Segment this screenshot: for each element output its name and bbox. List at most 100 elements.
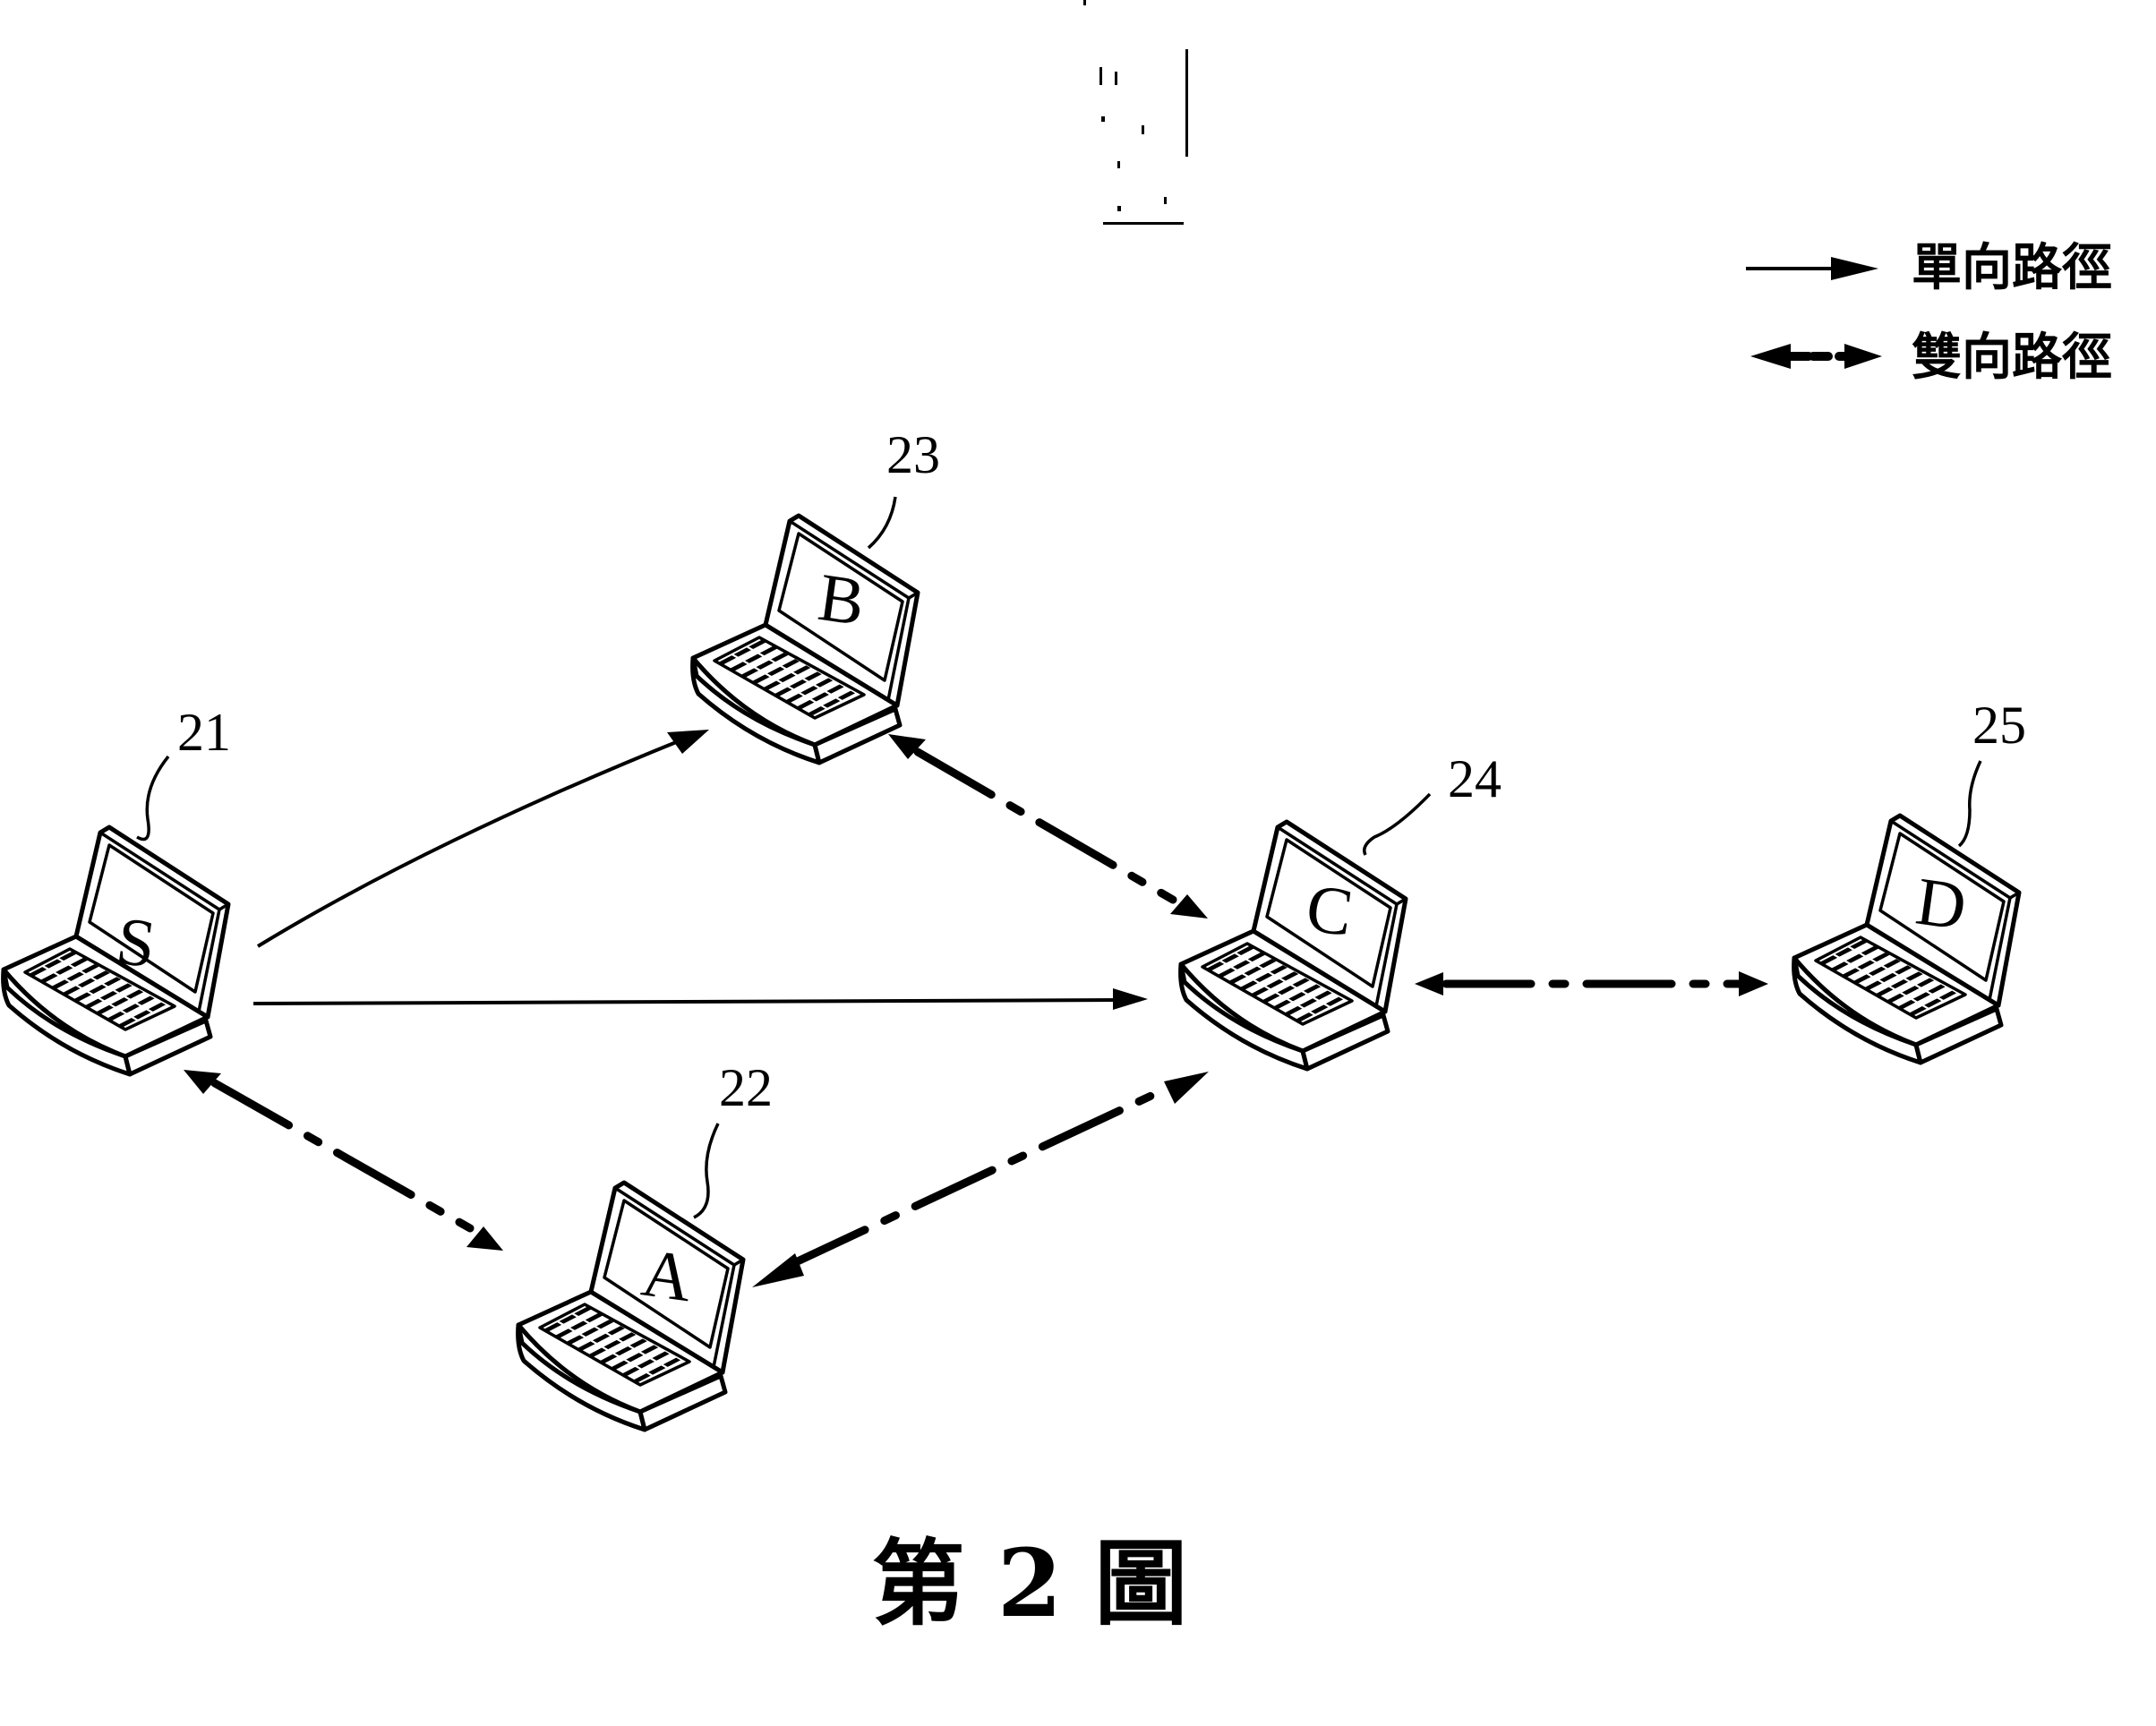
node-c-keyboard	[1206, 945, 1344, 1022]
keyboard-key	[793, 665, 811, 675]
keyboard-key	[1872, 952, 1890, 962]
keyboard-key	[1902, 986, 1920, 995]
keyboard-key	[1259, 958, 1277, 969]
keyboard-key	[570, 1320, 588, 1330]
link-s-to-c	[252, 988, 1148, 1010]
keyboard-key	[1831, 961, 1849, 971]
keyboard-key	[104, 977, 122, 987]
node-c-ref-number: 24	[1448, 749, 1502, 808]
keyboard-key	[1912, 992, 1930, 1002]
keyboard-key	[782, 659, 800, 669]
keyboard-key	[774, 687, 792, 696]
keyboard-key	[1270, 965, 1288, 975]
keyboard-key	[1311, 1004, 1329, 1014]
link-b-c	[888, 734, 1208, 919]
keyboard-key	[574, 1306, 592, 1317]
keyboard-key	[559, 1314, 577, 1324]
keyboard-key	[85, 998, 103, 1008]
keyboard-key	[1883, 959, 1901, 969]
keyboard-key	[622, 1366, 640, 1377]
node-s-laptop-icon: S	[4, 827, 228, 1074]
keyboard-key	[797, 699, 815, 710]
keyboard-key	[51, 979, 70, 989]
keyboard-key	[749, 639, 766, 650]
node-d: 25 D	[1794, 696, 2026, 1063]
node-a-keyboard	[543, 1306, 681, 1383]
keyboard-key	[740, 668, 759, 678]
keyboard-key	[1247, 952, 1265, 962]
keyboard-key	[148, 1002, 167, 1012]
keyboard-key	[1277, 985, 1296, 995]
keyboard-key	[1240, 980, 1258, 990]
keyboard-key	[1218, 968, 1236, 978]
keyboard-key	[607, 1326, 625, 1336]
keyboard-key	[1221, 953, 1239, 963]
keyboard-key	[585, 1312, 603, 1323]
keyboard-key	[789, 679, 808, 689]
keyboard-key	[115, 983, 133, 993]
keyboard-key	[1876, 987, 1894, 996]
link-c-d	[1415, 971, 1768, 996]
keyboard-key	[1916, 978, 1935, 987]
keyboard-key	[596, 1319, 614, 1329]
keyboard-key	[633, 1372, 651, 1383]
keyboard-key	[811, 692, 829, 702]
node-c-leader-line	[1363, 792, 1432, 856]
keyboard-key	[1233, 960, 1251, 970]
keyboard-key	[637, 1359, 654, 1369]
node-b-keyboard	[718, 639, 856, 716]
keyboard-key	[133, 1010, 151, 1020]
keyboard-key	[1254, 972, 1273, 983]
keyboard-key	[823, 698, 841, 708]
keyboard-key	[543, 1322, 562, 1332]
legend-item-one-way: 單向路徑	[1746, 238, 2112, 297]
keyboard-key	[1303, 984, 1322, 994]
keyboard-key	[81, 963, 99, 974]
keyboard-key	[652, 1351, 670, 1361]
legend-one-way-arrowhead	[1831, 257, 1878, 280]
legend-item-two-way: 雙向路徑	[1750, 328, 2112, 387]
link-s-to-b-arrowhead	[667, 730, 709, 754]
keyboard-key	[92, 970, 110, 980]
keyboard-key	[763, 680, 781, 690]
keyboard-key	[578, 1341, 595, 1351]
keyboard-key	[1819, 955, 1838, 965]
link-s-a-arrowhead-a	[466, 1226, 503, 1251]
keyboard-key	[1938, 990, 1957, 1000]
keyboard-key	[1292, 978, 1310, 987]
keyboard-key	[1924, 998, 1942, 1008]
link-s-a	[184, 1070, 503, 1251]
node-b-laptop-icon: B	[693, 516, 918, 763]
keyboard-key	[808, 705, 826, 716]
keyboard-key	[107, 1011, 125, 1021]
node-c-screen-letter: C	[1302, 870, 1357, 951]
keyboard-key	[1299, 998, 1317, 1008]
keyboard-key	[1850, 939, 1868, 950]
keyboard-key	[59, 951, 77, 961]
keyboard-key	[1879, 972, 1897, 983]
keyboard-key	[1281, 971, 1299, 981]
keyboard-key	[1285, 1005, 1303, 1016]
keyboard-key	[785, 693, 803, 704]
keyboard-key	[619, 1332, 637, 1342]
keyboard-key	[555, 1329, 573, 1338]
keyboard-key	[44, 959, 62, 969]
keyboard-key	[1898, 999, 1916, 1010]
link-b-c-arrowhead-c	[1170, 894, 1208, 919]
keyboard-key	[614, 1346, 633, 1356]
keyboard-key	[1262, 993, 1280, 1003]
links	[184, 730, 1768, 1287]
keyboard-key	[1236, 945, 1254, 956]
keyboard-key	[663, 1357, 681, 1367]
legend: 單向路徑 雙向路徑	[1746, 238, 2112, 387]
keyboard-key	[77, 978, 96, 988]
keyboard-key	[99, 990, 118, 1001]
node-s-leader-line	[136, 755, 170, 842]
keyboard-key	[815, 678, 834, 688]
node-d-screen-letter: D	[1912, 864, 1971, 945]
link-s-to-b-line	[256, 737, 686, 948]
keyboard-key	[1251, 987, 1269, 996]
keyboard-key	[96, 1004, 114, 1015]
keyboard-key	[718, 655, 737, 665]
